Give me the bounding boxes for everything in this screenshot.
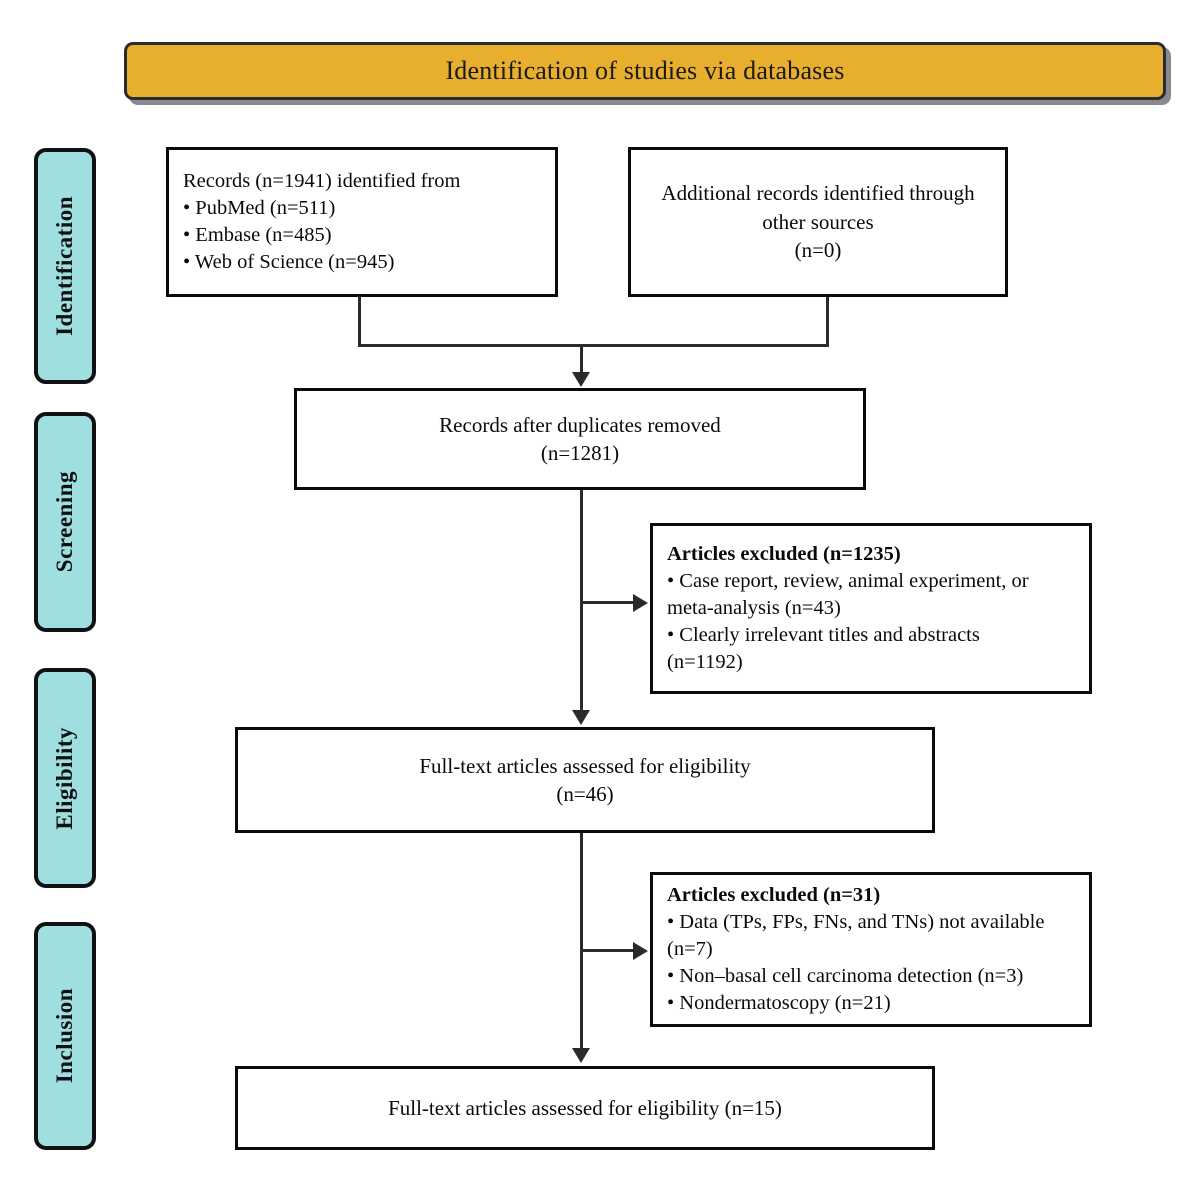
arrow-down-icon-to-fulltext-15: [572, 1048, 590, 1063]
connector-merge-down: [580, 344, 583, 374]
node-records-identified: Records (n=1941) identified from • PubMe…: [166, 147, 558, 297]
arrow-down-icon-to-fulltext-46: [572, 710, 590, 725]
arrow-right-icon-to-excluded-2: [633, 942, 648, 960]
connector-fulltext-to-inclusion: [580, 833, 583, 1050]
stage-pill-screening: Screening: [34, 412, 96, 632]
stage-pill-identification: Identification: [34, 148, 96, 384]
records-line-wos: • Web of Science (n=945): [183, 251, 395, 274]
excluded-2-line-4: • Nondermatoscopy (n=21): [667, 992, 891, 1015]
excluded-1-line-3: • Clearly irrelevant titles and abstract…: [667, 624, 980, 647]
excluded-1-line-2: meta-analysis (n=43): [667, 596, 841, 619]
excluded-1-line-1: • Case report, review, animal experiment…: [667, 569, 1029, 592]
stage-label-screening: Screening: [52, 471, 77, 573]
connector-branch-excluded-2: [580, 949, 635, 952]
excluded-2-line-3: • Non–basal cell carcinoma detection (n=…: [667, 965, 1024, 988]
records-line-embase: • Embase (n=485): [183, 224, 332, 246]
connector-branch-excluded-1: [580, 601, 635, 604]
arrow-down-icon-to-dedup: [572, 372, 590, 387]
node-articles-excluded-eligibility: Articles excluded (n=31) • Data (TPs, FP…: [650, 872, 1092, 1027]
node-fulltext-assessed-15: Full-text articles assessed for eligibil…: [235, 1066, 935, 1150]
node-additional-records: Additional records identified through ot…: [628, 147, 1008, 297]
excluded-2-line-1: • Data (TPs, FPs, FNs, and TNs) not avai…: [667, 910, 1045, 933]
stage-label-identification: Identification: [52, 196, 77, 336]
diagram-title: Identification of studies via databases: [445, 56, 845, 85]
additional-line-1: Additional records identified through: [661, 181, 975, 206]
excluded-2-line-2: (n=7): [667, 937, 713, 960]
records-line-1: Records (n=1941) identified from: [183, 169, 461, 192]
excluded-1-header: Articles excluded (n=1235): [667, 542, 901, 565]
node-records-after-duplicates: Records after duplicates removed (n=1281…: [294, 388, 866, 490]
node-fulltext-assessed-46: Full-text articles assessed for eligibil…: [235, 727, 935, 833]
stage-label-inclusion: Inclusion: [52, 988, 77, 1084]
stage-pill-inclusion: Inclusion: [34, 922, 96, 1150]
additional-line-2: other sources: [762, 209, 874, 234]
fulltext-15-line-1: Full-text articles assessed for eligibil…: [388, 1095, 782, 1120]
connector-additional-down: [826, 297, 829, 347]
additional-line-3: (n=0): [794, 238, 842, 263]
stage-pill-eligibility: Eligibility: [34, 668, 96, 888]
stage-label-eligibility: Eligibility: [52, 726, 77, 830]
connector-records-down: [358, 297, 361, 347]
dedup-line-2: (n=1281): [540, 441, 620, 465]
node-articles-excluded-screening: Articles excluded (n=1235) • Case report…: [650, 523, 1092, 694]
records-line-pubmed: • PubMed (n=511): [183, 196, 336, 219]
fulltext-46-line-1: Full-text articles assessed for eligibil…: [419, 753, 751, 778]
excluded-1-line-4: (n=1192): [667, 651, 743, 674]
dedup-line-1: Records after duplicates removed: [439, 412, 721, 437]
diagram-title-banner: Identification of studies via databases: [124, 42, 1166, 100]
fulltext-46-line-2: (n=46): [556, 782, 614, 806]
arrow-right-icon-to-excluded-1: [633, 594, 648, 612]
connector-merge-horizontal: [358, 344, 829, 347]
excluded-2-header: Articles excluded (n=31): [667, 883, 881, 906]
